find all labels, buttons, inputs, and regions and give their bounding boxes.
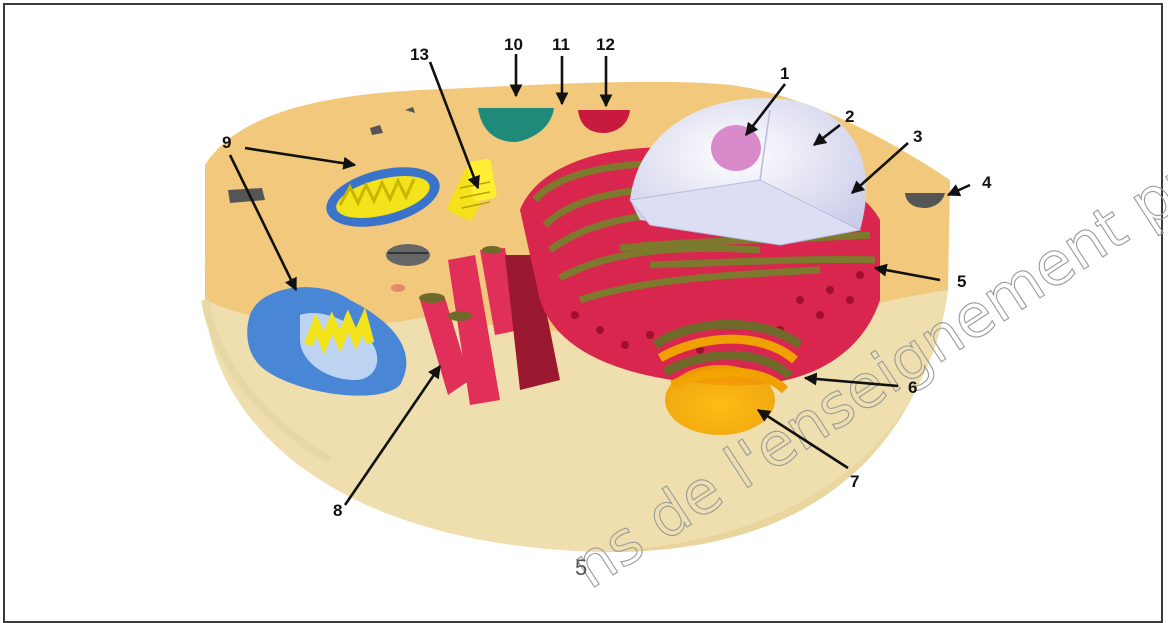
label-2: 2 — [845, 107, 854, 126]
label-1: 1 — [780, 64, 789, 83]
label-5: 5 — [957, 272, 966, 291]
label-6: 6 — [908, 378, 917, 397]
label-12: 12 — [596, 35, 615, 54]
label-4: 4 — [982, 173, 992, 192]
label-3: 3 — [913, 127, 922, 146]
vesicle-grey — [386, 244, 430, 266]
nucleolus — [711, 125, 761, 171]
vesicle-small — [391, 284, 405, 292]
label-10: 10 — [504, 35, 523, 54]
label-13: 13 — [410, 45, 429, 64]
cell-diagram: ns de l'enseignement professio 5 1 2 3 4… — [0, 0, 1168, 593]
label-11: 11 — [552, 35, 570, 54]
label-8: 8 — [333, 501, 342, 520]
label-7: 7 — [850, 472, 859, 491]
page-mark: 5 — [575, 555, 587, 580]
label-9: 9 — [222, 133, 231, 152]
